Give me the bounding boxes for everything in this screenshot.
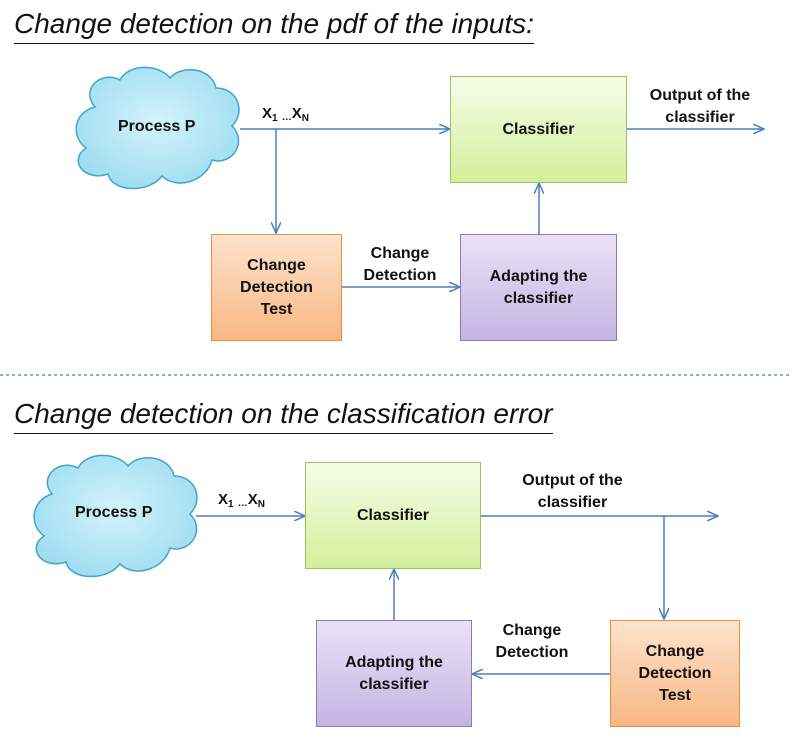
bottom-classifier-label: Classifier xyxy=(356,506,430,524)
top-heading: Change detection on the pdf of the input… xyxy=(14,8,534,44)
bottom-heading-text: Change detection on the classification e… xyxy=(14,398,553,429)
bottom-process-label: Process P xyxy=(75,504,153,521)
top-process-label: Process P xyxy=(118,118,196,135)
bottom-heading-underline xyxy=(14,432,553,434)
process-cloud-bottom xyxy=(33,454,198,578)
bottom-adapting-classifier-box: Adapting the classifier xyxy=(316,620,472,727)
top-classifier-box: Classifier xyxy=(450,76,627,183)
bottom-input-label: X1 …XN xyxy=(218,491,265,510)
bottom-change-detection-label: Change Detection xyxy=(495,622,569,661)
bottom-output-label: Output of the classifier xyxy=(522,472,623,511)
top-heading-text: Change detection on the pdf of the input… xyxy=(14,8,534,39)
top-heading-underline xyxy=(14,42,534,44)
top-classifier-label: Classifier xyxy=(502,120,575,138)
bottom-classifier-box: Classifier xyxy=(305,462,481,569)
process-cloud-top xyxy=(75,66,240,190)
top-input-label: X1 …XN xyxy=(262,105,309,124)
top-output-label: Output of the classifier xyxy=(649,87,751,126)
bottom-heading: Change detection on the classification e… xyxy=(14,398,553,434)
top-adapting-classifier-box: Adapting the classifier xyxy=(460,234,617,341)
top-change-detection-label: Change Detection xyxy=(363,245,437,284)
top-change-detection-test-box: Change Detection Test xyxy=(211,234,342,341)
bottom-change-detection-test-box: Change Detection Test xyxy=(610,620,740,727)
